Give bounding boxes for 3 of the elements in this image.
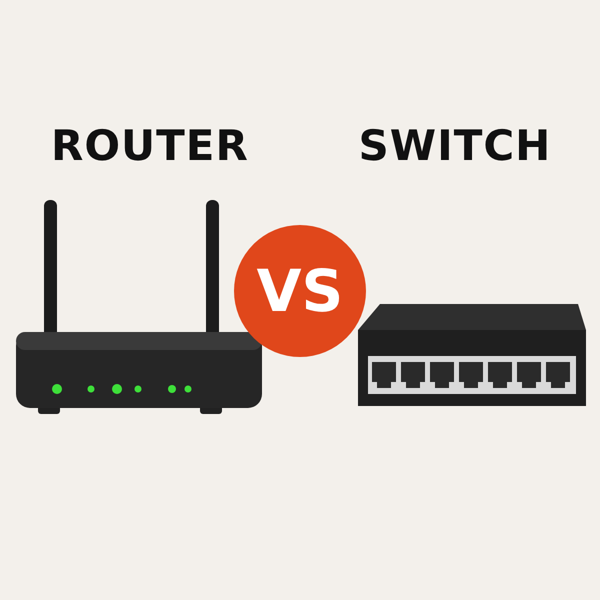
device-label: ROUTER xyxy=(51,120,249,170)
vs-badge: VS xyxy=(234,225,366,357)
device-label: SWITCH xyxy=(358,120,552,170)
